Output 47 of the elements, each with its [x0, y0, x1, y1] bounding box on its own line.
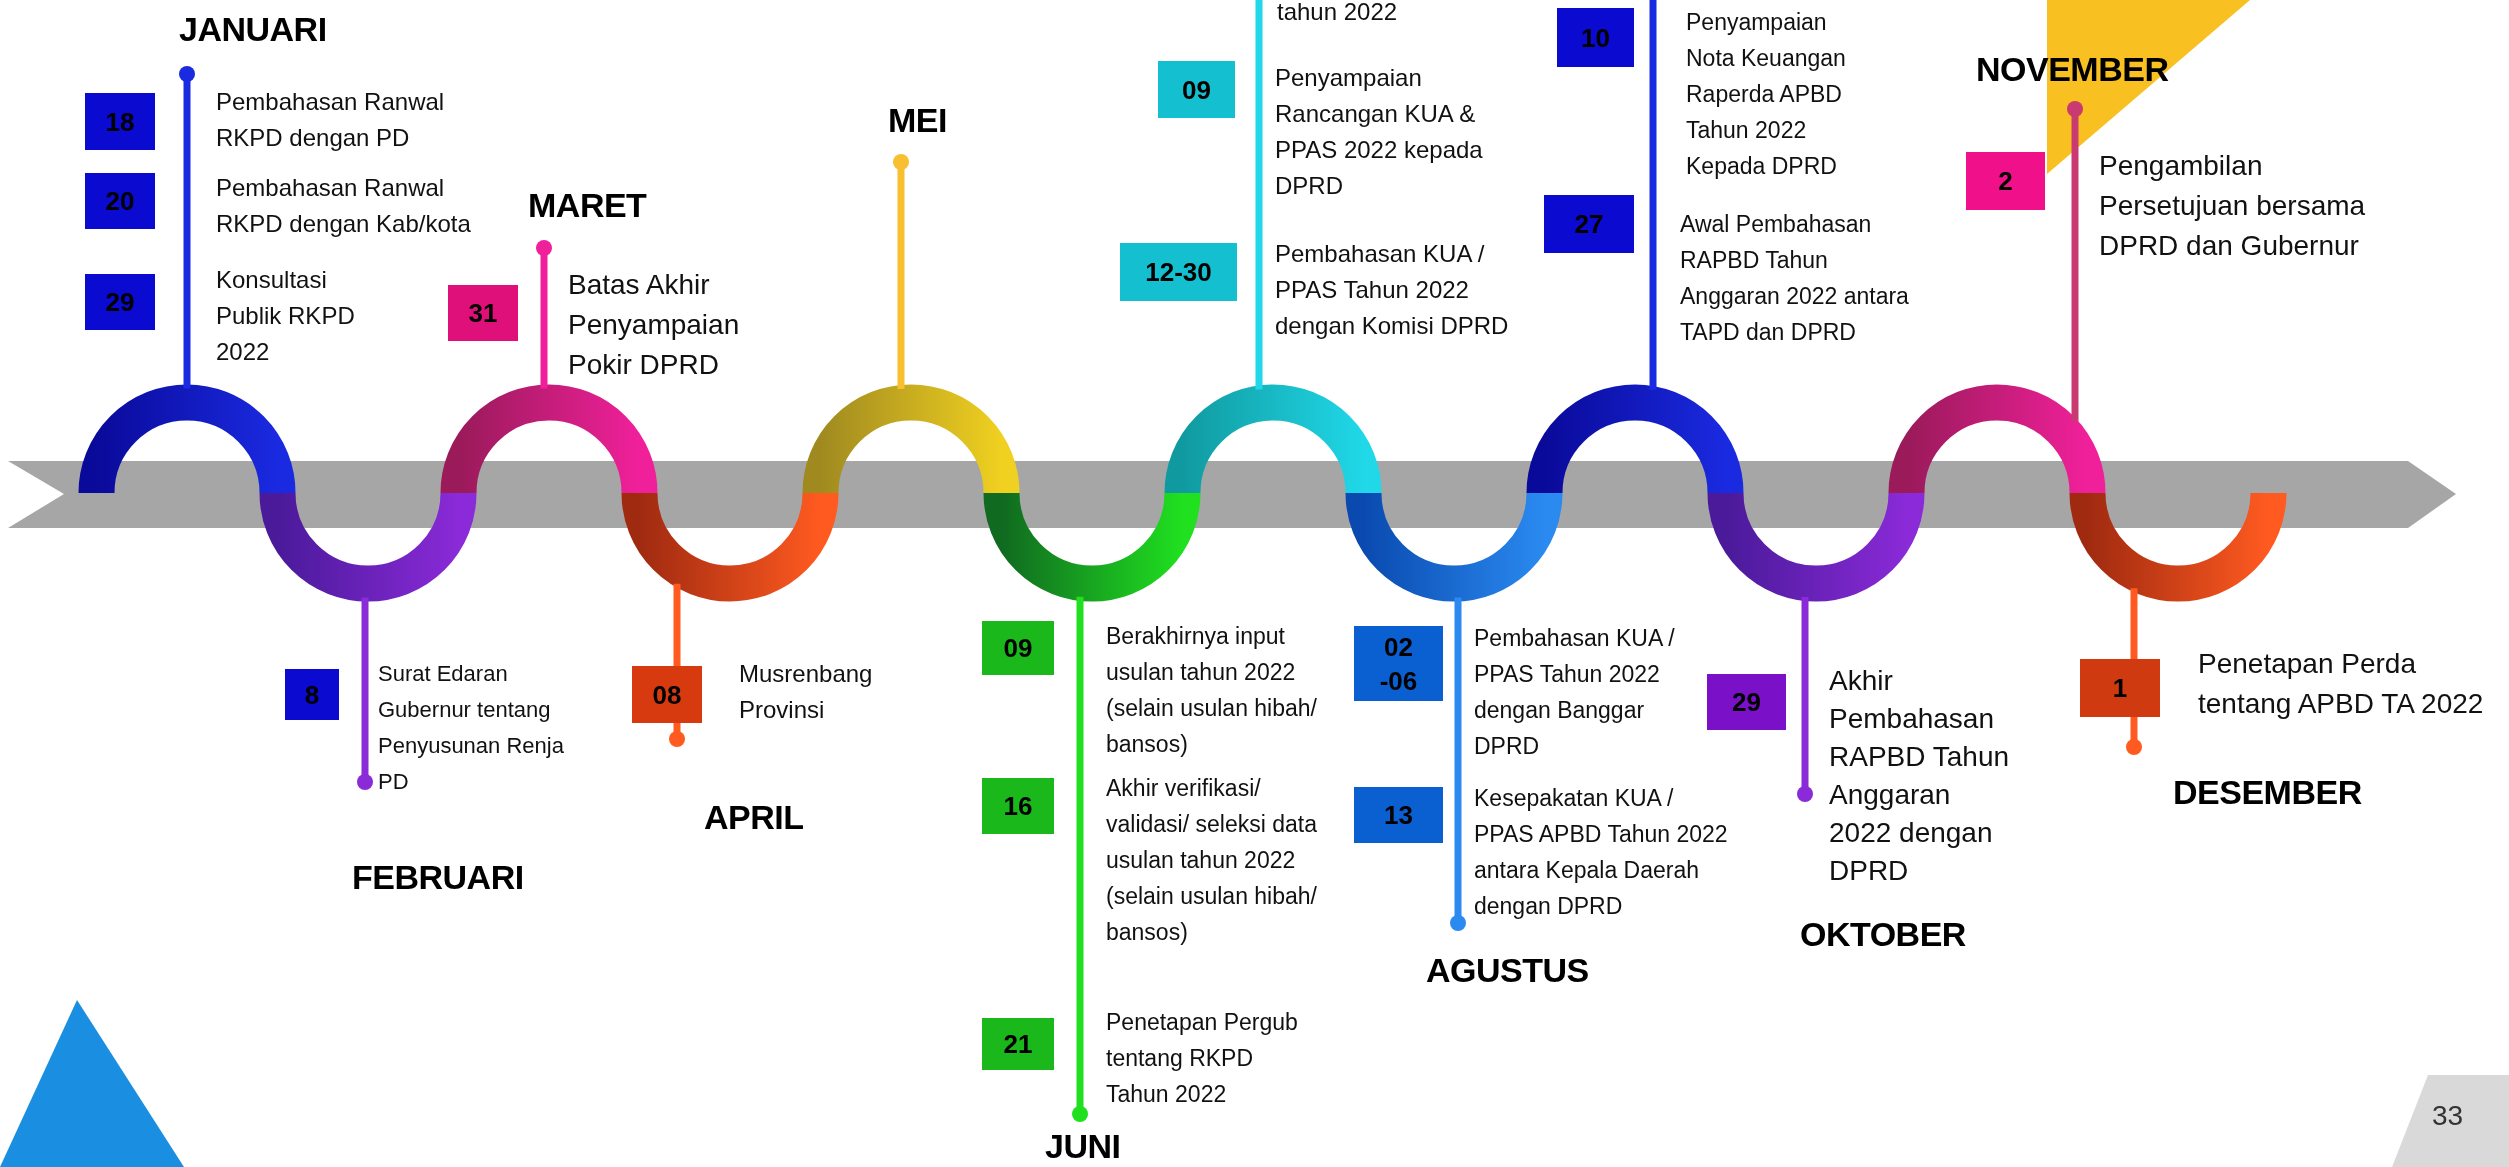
event-description: Penyampaian Rancangan KUA & PPAS 2022 kepada DPRD	[1275, 63, 1484, 201]
event-description: Penetapan Perda tentang APBD TA 2022	[2198, 647, 2485, 721]
date-box: 18	[85, 93, 155, 150]
month-label: FEBRUARI	[352, 858, 524, 897]
date-box: 31	[448, 285, 518, 341]
month-label: APRIL	[704, 798, 804, 837]
event-description: Pengambilan Persetujuan bersama DPRD dan Gubernur	[2099, 149, 2367, 263]
date-box: 2	[1966, 152, 2045, 210]
event-description: Berakhirnya input usulan tahun 2022 (selain usulan hibah/ bansos)	[1106, 622, 1318, 759]
event-description: Penyampaian Nota Keuangan Raperda APBD Tahun 2022 Kepada DPRD	[1686, 8, 1847, 181]
event-description: Pembahasan Ranwal RKPD dengan Kab/kota	[216, 173, 472, 239]
event-description: Konsultasi Publik RKPD 2022	[216, 265, 356, 367]
event-description: Batas Akhir Penyampaian Pokir DPRD	[568, 268, 741, 382]
event-description: Surat Edaran Gubernur tentang Penyusunan Renja PD	[378, 660, 565, 796]
event-description: Pembahasan KUA / PPAS Tahun 2022 dengan Banggar DPRD	[1474, 624, 1676, 761]
event-description: Akhir verifikasi/ validasi/ seleksi data usulan tahun 2022 (selain usulan hibah/ bansos)	[1106, 774, 1318, 947]
event-description: tahun 2022	[1277, 0, 1398, 26]
month-label: AGUSTUS	[1426, 951, 1589, 990]
event-description: Penetapan Pergub tentang RKPD Tahun 2022	[1106, 1008, 1299, 1109]
event-description: Akhir Pembahasan RAPBD Tahun Anggaran 2022 dengan DPRD	[1829, 664, 2011, 888]
month-label: OKTOBER	[1800, 915, 1966, 954]
date-box: 27	[1544, 195, 1634, 253]
date-box: 8	[285, 669, 339, 720]
date-box: 08	[632, 666, 702, 723]
date-box: 09	[1158, 61, 1235, 118]
date-box: 29	[1707, 674, 1786, 730]
event-description: Pembahasan Ranwal RKPD dengan PD	[216, 87, 446, 153]
event-description: Pembahasan KUA / PPAS Tahun 2022 dengan Komisi DPRD	[1275, 239, 1510, 341]
date-box: 13	[1354, 787, 1443, 843]
month-label: JUNI	[1045, 1127, 1121, 1166]
date-box: 09	[982, 621, 1054, 675]
date-box: 12-30	[1120, 243, 1237, 301]
date-box: 16	[982, 778, 1054, 834]
month-label: DESEMBER	[2173, 773, 2362, 812]
date-box: 21	[982, 1018, 1054, 1070]
date-box: 02 -06	[1354, 626, 1443, 701]
month-label: MARET	[528, 186, 647, 225]
date-box: 29	[85, 274, 155, 330]
page-number: 33	[2432, 1100, 2464, 1132]
date-box: 1	[2080, 659, 2160, 717]
event-description: Musrenbang Provinsi	[739, 659, 874, 725]
event-description: Awal Pembahasan RAPBD Tahun Anggaran 2022 antara TAPD dan DPRD	[1680, 210, 1910, 347]
month-label: MEI	[888, 101, 947, 140]
month-label: JANUARI	[179, 10, 327, 49]
date-box: 20	[85, 173, 155, 229]
date-box: 10	[1557, 8, 1634, 67]
event-description: Kesepakatan KUA / PPAS APBD Tahun 2022 antara Kepala Daerah dengan DPRD	[1474, 784, 1729, 921]
